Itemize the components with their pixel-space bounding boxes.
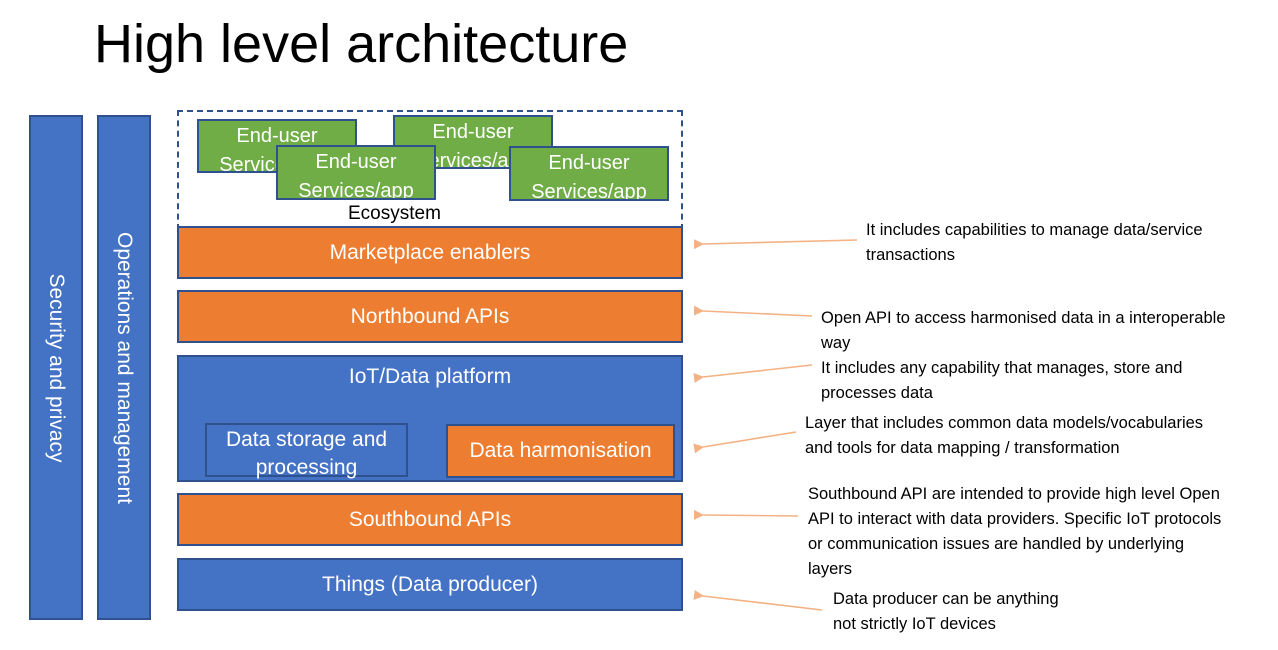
southbound-apis-label: Southbound APIs xyxy=(348,507,512,531)
app-line2: Services/app xyxy=(298,180,414,200)
ecosystem-label: Ecosystem xyxy=(348,203,441,224)
arrow-harmonisation xyxy=(693,431,797,454)
marketplace-enablers-label: Marketplace enablers xyxy=(329,240,531,264)
note-southbound: Southbound API are intended to provide h… xyxy=(808,485,1222,578)
northbound-apis-label: Northbound APIs xyxy=(350,304,510,328)
app-line1: End-user xyxy=(236,125,318,147)
operations-management-bar: Operations and management xyxy=(97,115,151,620)
data-harmonisation-box: Data harmonisation xyxy=(446,424,675,478)
northbound-apis-layer: Northbound APIs xyxy=(177,290,683,343)
note-harmonisation: Layer that includes common data models/v… xyxy=(805,414,1204,457)
iot-data-platform-layer: IoT/Data platform Data storage and proce… xyxy=(177,355,683,482)
data-harmonisation-label: Data harmonisation xyxy=(469,439,652,462)
arrow-southbound xyxy=(693,509,799,520)
data-storage-processing-box: Data storage and processing xyxy=(205,423,408,479)
app-line2: Services/app xyxy=(415,150,531,169)
storage-line2: processing xyxy=(255,456,358,479)
note-platform: It includes any capability that manages,… xyxy=(821,359,1183,402)
app-line2: Services/app xyxy=(531,181,647,201)
note-marketplace: It includes capabilities to manage data/… xyxy=(866,221,1203,264)
app-line1: End-user xyxy=(432,121,514,143)
end-user-app-box: End-user Services/app xyxy=(509,146,669,201)
end-user-app-box: End-user Services/app xyxy=(276,145,436,200)
note-things: Data producer can be anything not strict… xyxy=(833,590,1059,633)
storage-line1: Data storage and xyxy=(225,428,388,451)
arrow-northbound xyxy=(693,305,813,317)
things-label: Things (Data producer) xyxy=(322,572,538,596)
iot-data-platform-label: IoT/Data platform xyxy=(348,365,512,388)
arrow-platform xyxy=(693,364,813,383)
page-title: High level architecture xyxy=(94,14,629,74)
marketplace-enablers-layer: Marketplace enablers xyxy=(177,226,683,279)
arrow-marketplace xyxy=(693,239,858,250)
security-privacy-bar: Security and privacy xyxy=(29,115,83,620)
app-line1: End-user xyxy=(315,151,397,173)
note-northbound: Open API to access harmonised data in a … xyxy=(821,309,1226,352)
arrow-things xyxy=(693,589,823,611)
app-line1: End-user xyxy=(548,152,630,174)
southbound-apis-layer: Southbound APIs xyxy=(177,493,683,546)
things-layer: Things (Data producer) xyxy=(177,558,683,611)
